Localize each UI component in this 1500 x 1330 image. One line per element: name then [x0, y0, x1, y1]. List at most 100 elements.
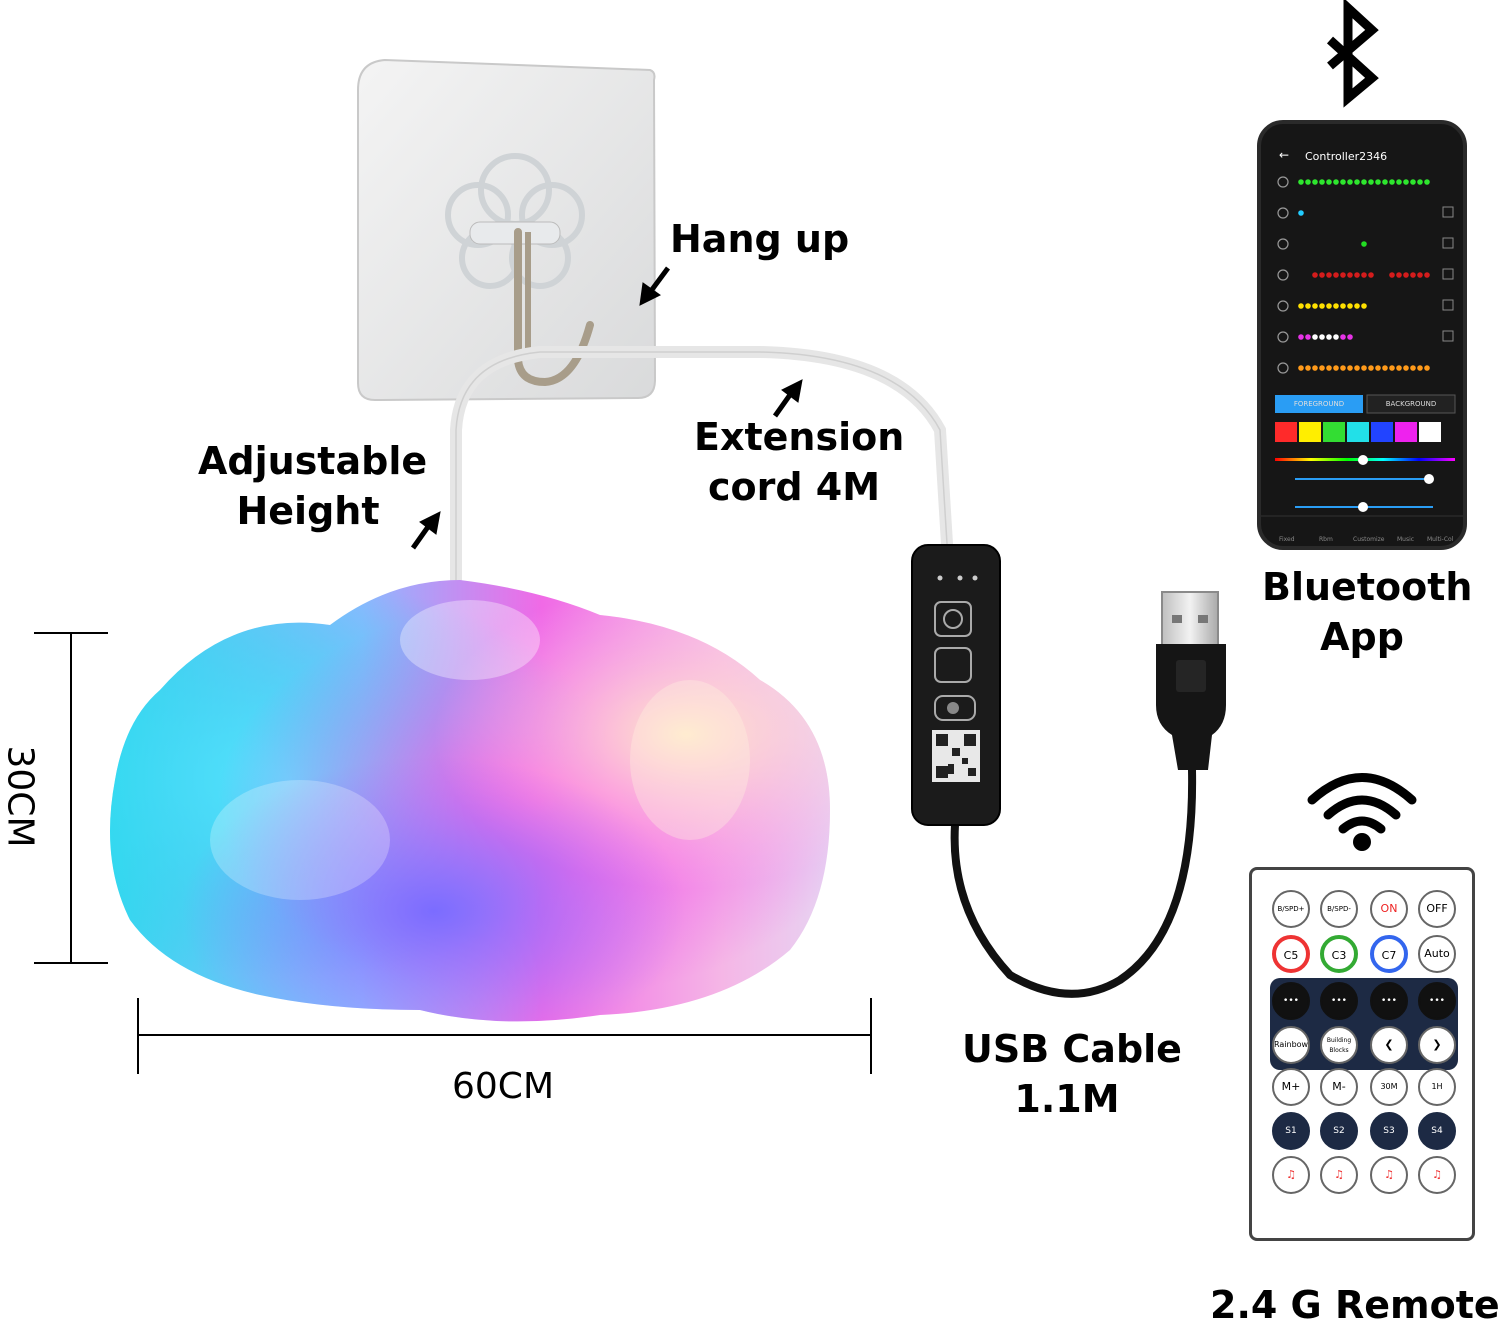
bluetooth-line1: Bluetooth	[1262, 565, 1473, 609]
hang-up-label: Hang up	[670, 217, 850, 261]
led-dot	[1333, 365, 1339, 371]
led-dot	[1403, 179, 1409, 185]
led-dot	[1417, 179, 1423, 185]
led-dot	[1312, 303, 1318, 309]
remote-key-s4[interactable]: S4	[1418, 1112, 1456, 1150]
led-dot	[1340, 303, 1346, 309]
led-dot	[1396, 272, 1402, 278]
led-dot	[1340, 179, 1346, 185]
led-dot	[1305, 365, 1311, 371]
remote-key-mode-1[interactable]: •••	[1272, 982, 1310, 1020]
remote-key-music-4[interactable]: ♫	[1418, 1156, 1456, 1194]
led-dot	[1312, 179, 1318, 185]
led-dot	[1312, 365, 1318, 371]
led-dot	[1319, 365, 1325, 371]
led-dot	[1298, 179, 1304, 185]
remote-key-right[interactable]: ❯	[1418, 1026, 1456, 1064]
remote-key-mode-4[interactable]: •••	[1418, 982, 1456, 1020]
led-dot	[1326, 303, 1332, 309]
height-dimension-label: 30CM	[0, 745, 41, 848]
nav-multi-col[interactable]: Multi-Col	[1427, 536, 1454, 543]
nav-customize[interactable]: Customize	[1353, 536, 1385, 543]
width-dimension	[137, 998, 872, 1074]
led-dot	[1347, 179, 1353, 185]
nav-music[interactable]: Music	[1397, 536, 1415, 543]
led-dot	[1354, 303, 1360, 309]
nav-fixed[interactable]: Fixed	[1279, 536, 1295, 543]
led-dot	[1347, 303, 1353, 309]
remote-key-s3[interactable]: S3	[1370, 1112, 1408, 1150]
remote-key-m-plus[interactable]: M+	[1272, 1068, 1310, 1106]
led-rows	[1261, 176, 1463, 517]
height-dimension	[34, 632, 108, 964]
led-dot	[1375, 179, 1381, 185]
led-dot	[1354, 272, 1360, 278]
led-dot	[1319, 272, 1325, 278]
bluetooth-line2: App	[1320, 615, 1404, 659]
adjustable-height-line2: Height	[236, 489, 380, 533]
led-dot	[1333, 272, 1339, 278]
led-dot	[1354, 365, 1360, 371]
led-dot	[1424, 272, 1430, 278]
led-dot	[1305, 179, 1311, 185]
led-dot	[1298, 365, 1304, 371]
arrow-icon	[410, 511, 441, 550]
cloud-lamp	[110, 580, 830, 1022]
remote-key-c7[interactable]: C7	[1370, 935, 1408, 973]
remote-key-c5[interactable]: C5	[1272, 935, 1310, 973]
led-dot	[1368, 272, 1374, 278]
tab-background[interactable]: BACKGROUND	[1385, 400, 1437, 408]
nav-rbm[interactable]: Rbm	[1319, 536, 1333, 543]
remote-key-30m[interactable]: 30M	[1370, 1068, 1408, 1106]
led-dot	[1340, 365, 1346, 371]
led-dot	[1312, 334, 1318, 340]
led-dot	[1340, 272, 1346, 278]
remote-key-m-minus[interactable]: M-	[1320, 1068, 1358, 1106]
remote-key-music-1[interactable]: ♫	[1272, 1156, 1310, 1194]
led-dot	[1396, 179, 1402, 185]
led-dot	[1382, 365, 1388, 371]
led-dot	[1305, 334, 1311, 340]
led-dot	[1354, 179, 1360, 185]
remote-key-1h[interactable]: 1H	[1418, 1068, 1456, 1106]
remote-key-on[interactable]: ON	[1370, 890, 1408, 928]
adjustable-height-line1: Adjustable	[198, 439, 428, 483]
remote-key-off[interactable]: OFF	[1418, 890, 1456, 928]
usb-plug	[1156, 591, 1226, 770]
remote-key-mode-3[interactable]: •••	[1370, 982, 1408, 1020]
led-dot	[1298, 210, 1304, 216]
led-dot	[1361, 241, 1367, 247]
led-dot	[1326, 334, 1332, 340]
remote-key-music-3[interactable]: ♫	[1370, 1156, 1408, 1194]
usb-line1: USB Cable	[962, 1027, 1182, 1071]
remote-key-music-2[interactable]: ♫	[1320, 1156, 1358, 1194]
led-dot	[1382, 179, 1388, 185]
adjustable-height-label: Adjustable Height	[198, 436, 428, 536]
led-dot	[1361, 272, 1367, 278]
led-dot	[1347, 365, 1353, 371]
extension-cord-label: Extension cord 4M	[694, 412, 904, 512]
remote-key-c3[interactable]: C3	[1320, 935, 1358, 973]
remote-key-bspd-up[interactable]: B/SPD+	[1272, 890, 1310, 928]
arrow-icon	[639, 266, 671, 306]
remote-key-s1[interactable]: S1	[1272, 1112, 1310, 1150]
led-dot	[1319, 303, 1325, 309]
remote-key-building-blocks[interactable]: Building Blocks	[1320, 1026, 1358, 1064]
led-dot	[1347, 334, 1353, 340]
led-dot	[1389, 179, 1395, 185]
remote-key-left[interactable]: ❮	[1370, 1026, 1408, 1064]
hook-plate	[357, 58, 657, 402]
remote-key-rainbow[interactable]: Rainbow	[1272, 1026, 1310, 1064]
usb-line2: 1.1M	[1014, 1077, 1120, 1121]
app-title: Controller2346	[1305, 150, 1388, 163]
led-dot	[1305, 303, 1311, 309]
led-dot	[1410, 272, 1416, 278]
remote-key-bspd-down[interactable]: B/SPD-	[1320, 890, 1358, 928]
remote-label: 2.4 G Remote	[1210, 1283, 1500, 1327]
phone-app-screen: ← Controller2346 FOREG	[1257, 120, 1467, 550]
remote-key-mode-2[interactable]: •••	[1320, 982, 1358, 1020]
usb-cable-label: USB Cable 1.1M	[962, 1024, 1182, 1124]
remote-key-auto[interactable]: Auto	[1418, 935, 1456, 973]
tab-foreground[interactable]: FOREGROUND	[1293, 400, 1345, 408]
remote-key-s2[interactable]: S2	[1320, 1112, 1358, 1150]
